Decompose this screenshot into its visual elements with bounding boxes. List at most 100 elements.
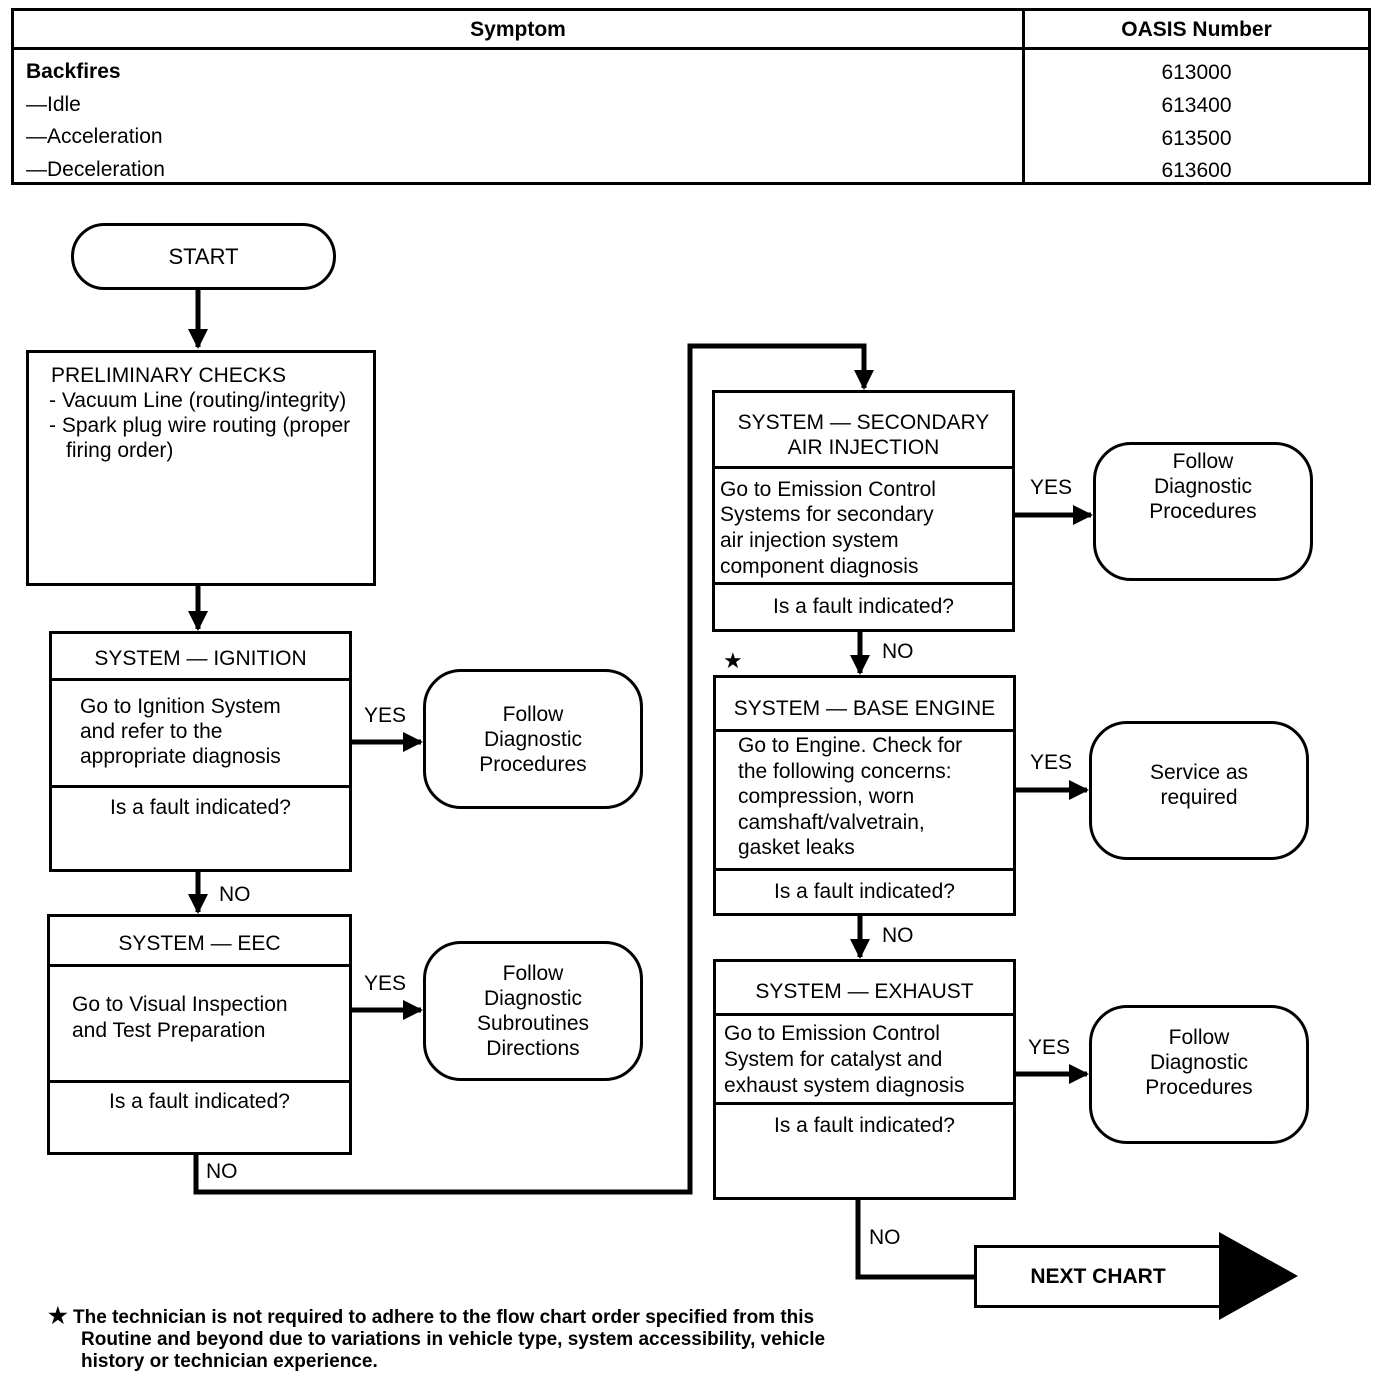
exhaust-title: SYSTEM — EXHAUST bbox=[755, 980, 974, 1003]
eec-system-box: SYSTEM — EEC Go to Visual Inspection and… bbox=[47, 914, 352, 1155]
arrow-eec-no bbox=[193, 343, 874, 1195]
result-line: Follow bbox=[1172, 450, 1234, 473]
ignition-result: Follow Diagnostic Procedures bbox=[423, 669, 643, 809]
result-line: Follow bbox=[1168, 1026, 1230, 1049]
divider bbox=[716, 1013, 1013, 1016]
result-line: Procedures bbox=[1145, 1076, 1253, 1099]
yes-label: YES bbox=[364, 704, 407, 727]
result-line: Service as bbox=[1149, 760, 1249, 784]
base-engine-body-line: the following concerns: bbox=[738, 760, 952, 783]
secondary-air-body-line: component diagnosis bbox=[720, 555, 919, 578]
divider bbox=[52, 678, 349, 681]
arrow-exhaust-no bbox=[855, 1200, 974, 1280]
eec-result: Follow Diagnostic Subroutines Directions bbox=[423, 941, 643, 1081]
eec-title: SYSTEM — EEC bbox=[118, 932, 281, 955]
base-engine-title: SYSTEM — BASE ENGINE bbox=[733, 697, 996, 720]
eec-body-line: Go to Visual Inspection bbox=[72, 993, 288, 1016]
footnote-line: Routine and beyond due to variations in … bbox=[81, 1329, 826, 1350]
yes-label: YES bbox=[1030, 751, 1073, 774]
base-engine-body-line: gasket leaks bbox=[738, 836, 855, 859]
prelim-title: PRELIMINARY CHECKS bbox=[51, 364, 286, 387]
result-line: Follow bbox=[502, 962, 564, 985]
secondary-air-body-line: air injection system bbox=[720, 529, 899, 552]
ignition-system-box: SYSTEM — IGNITION Go to Ignition System … bbox=[49, 631, 352, 872]
secondary-air-body-line: Go to Emission Control bbox=[720, 478, 936, 501]
oasis-number-cell: 613400 bbox=[1161, 94, 1232, 117]
divider bbox=[50, 1080, 349, 1083]
symptom-cell: —Idle bbox=[26, 93, 81, 116]
ignition-title: SYSTEM — IGNITION bbox=[94, 647, 307, 670]
ignition-body-line: appropriate diagnosis bbox=[80, 745, 281, 768]
exhaust-system-box: SYSTEM — EXHAUST Go to Emission Control … bbox=[713, 959, 1016, 1200]
exhaust-body-line: exhaust system diagnosis bbox=[724, 1074, 965, 1097]
secondary-air-result: Follow Diagnostic Procedures bbox=[1093, 442, 1313, 581]
result-line: Subroutines bbox=[476, 1012, 590, 1035]
divider bbox=[716, 868, 1013, 871]
star-icon: ★ bbox=[723, 648, 743, 673]
secondary-air-title-line: AIR INJECTION bbox=[787, 436, 940, 459]
star-icon: ★ bbox=[48, 1303, 68, 1328]
no-label: NO bbox=[206, 1160, 238, 1183]
no-label: NO bbox=[882, 924, 914, 947]
next-chart-label: NEXT CHART bbox=[1030, 1264, 1166, 1288]
exhaust-question: Is a fault indicated? bbox=[774, 1114, 955, 1137]
ignition-body-line: Go to Ignition System bbox=[80, 695, 281, 718]
divider bbox=[715, 582, 1012, 585]
oasis-number-cell: 613000 bbox=[1161, 61, 1232, 84]
start-terminal: START bbox=[71, 223, 336, 290]
ignition-question: Is a fault indicated? bbox=[110, 796, 291, 819]
next-chart-box: NEXT CHART bbox=[974, 1245, 1222, 1308]
base-engine-system-box: SYSTEM — BASE ENGINE Go to Engine. Check… bbox=[713, 675, 1016, 916]
symptom-cell: —Acceleration bbox=[26, 125, 163, 148]
footnote-line: history or technician experience. bbox=[81, 1351, 378, 1372]
result-line: Procedures bbox=[1149, 500, 1257, 523]
yes-label: YES bbox=[1028, 1036, 1071, 1059]
yes-label: YES bbox=[1030, 476, 1073, 499]
exhaust-result: Follow Diagnostic Procedures bbox=[1089, 1005, 1309, 1144]
yes-label: YES bbox=[364, 972, 407, 995]
symptom-column-header: Symptom bbox=[470, 18, 566, 41]
divider bbox=[52, 785, 349, 788]
symptom-table: Symptom OASIS Number Backfires 613000 —I… bbox=[11, 8, 1371, 185]
result-line: required bbox=[1160, 785, 1238, 809]
result-line: Follow bbox=[502, 702, 564, 726]
prelim-line: - Spark plug wire routing (proper bbox=[49, 414, 351, 437]
base-engine-body-line: camshaft/valvetrain, bbox=[738, 811, 925, 834]
result-line: Diagnostic bbox=[483, 987, 583, 1010]
result-line: Directions bbox=[486, 1037, 580, 1060]
divider bbox=[715, 466, 1012, 469]
preliminary-checks-box: PRELIMINARY CHECKS - Vacuum Line (routin… bbox=[26, 350, 376, 586]
ignition-body-line: and refer to the bbox=[80, 720, 223, 743]
base-engine-body-line: Go to Engine. Check for bbox=[738, 734, 963, 757]
secondary-air-system-box: SYSTEM — SECONDARY AIR INJECTION Go to E… bbox=[712, 390, 1015, 632]
oasis-number-cell: 613600 bbox=[1161, 159, 1232, 182]
secondary-air-title-line: SYSTEM — SECONDARY bbox=[737, 411, 990, 434]
base-engine-question: Is a fault indicated? bbox=[774, 880, 955, 903]
base-engine-result: Service as required bbox=[1089, 721, 1309, 860]
next-chart-arrowhead bbox=[1219, 1232, 1298, 1320]
oasis-number-cell: 613500 bbox=[1161, 127, 1232, 150]
divider bbox=[716, 729, 1013, 732]
no-label: NO bbox=[882, 640, 914, 663]
prelim-line: - Vacuum Line (routing/integrity) bbox=[49, 389, 347, 412]
no-label: NO bbox=[869, 1226, 901, 1249]
divider bbox=[716, 1102, 1013, 1105]
divider bbox=[50, 964, 349, 967]
symptom-cell: —Deceleration bbox=[26, 158, 165, 181]
secondary-air-question: Is a fault indicated? bbox=[773, 595, 954, 618]
secondary-air-body-line: Systems for secondary bbox=[720, 503, 934, 526]
footnote-line: The technician is not required to adhere… bbox=[73, 1307, 815, 1328]
symptom-cell: Backfires bbox=[26, 60, 121, 83]
base-engine-body-line: compression, worn bbox=[738, 785, 915, 808]
exhaust-body-line: System for catalyst and bbox=[724, 1048, 943, 1071]
eec-body-line: and Test Preparation bbox=[72, 1019, 266, 1042]
table-column-divider bbox=[1022, 11, 1025, 182]
result-line: Diagnostic bbox=[483, 727, 583, 751]
footnote: ★ The technician is not required to adhe… bbox=[48, 1305, 968, 1373]
result-line: Procedures bbox=[479, 752, 587, 776]
no-label: NO bbox=[219, 883, 251, 906]
exhaust-body-line: Go to Emission Control bbox=[724, 1022, 940, 1045]
oasis-column-header: OASIS Number bbox=[1121, 18, 1272, 41]
start-label: START bbox=[168, 244, 239, 269]
